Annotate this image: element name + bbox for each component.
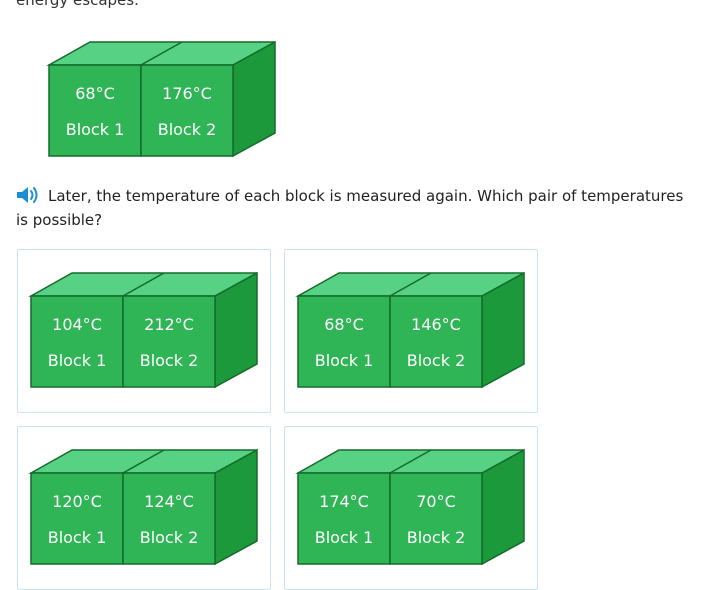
choice-2-block-1-temp: 68°C [324, 315, 364, 334]
choice-1-block-2-temp: 212°C [144, 315, 194, 334]
choice-2-block-1-label: Block 1 [315, 351, 374, 370]
block-2-label: Block 2 [158, 120, 217, 139]
block-1-label: Block 1 [66, 120, 125, 139]
question: Later, the temperature of each block is … [16, 184, 688, 232]
choice-3-block-2-temp: 124°C [144, 492, 194, 511]
choice-4-blocks: 174°C Block 1 70°C Block 2 [295, 448, 526, 566]
block-1-face [48, 64, 142, 157]
question-text: Later, the temperature of each block is … [16, 187, 684, 229]
choice-1-block-1-temp: 104°C [52, 315, 102, 334]
prompt-text-tail: energy escapes. [16, 0, 139, 9]
choice-2-block-2-temp: 146°C [411, 315, 461, 334]
choice-3-blocks: 120°C Block 1 124°C Block 2 [28, 448, 259, 566]
answer-choice-2[interactable]: 68°C Block 1 146°C Block 2 [284, 249, 538, 413]
choice-4-block-2-label: Block 2 [407, 528, 466, 547]
answer-choice-4[interactable]: 174°C Block 1 70°C Block 2 [284, 426, 538, 590]
choice-1-block-2-label: Block 2 [140, 351, 199, 370]
choice-3-block-2-label: Block 2 [140, 528, 199, 547]
block-2-face [140, 64, 234, 157]
choice-2-block-2-label: Block 2 [407, 351, 466, 370]
choice-4-block-1-temp: 174°C [319, 492, 369, 511]
choice-3-block-1-label: Block 1 [48, 528, 107, 547]
choice-3-block-1-temp: 120°C [52, 492, 102, 511]
choice-2-blocks: 68°C Block 1 146°C Block 2 [295, 271, 526, 389]
answer-choice-1[interactable]: 104°C Block 1 212°C Block 2 [17, 249, 271, 413]
choice-1-block-1-label: Block 1 [48, 351, 107, 370]
block-1-temp: 68°C [75, 84, 115, 103]
choice-4-block-1-label: Block 1 [315, 528, 374, 547]
choice-1-blocks: 104°C Block 1 212°C Block 2 [28, 271, 259, 389]
answer-choice-3[interactable]: 120°C Block 1 124°C Block 2 [17, 426, 271, 590]
choice-4-block-2-temp: 70°C [416, 492, 456, 511]
speaker-icon[interactable] [16, 185, 42, 205]
block-2-temp: 176°C [162, 84, 212, 103]
initial-blocks: 68°C Block 1 176°C Block 2 [46, 40, 277, 158]
